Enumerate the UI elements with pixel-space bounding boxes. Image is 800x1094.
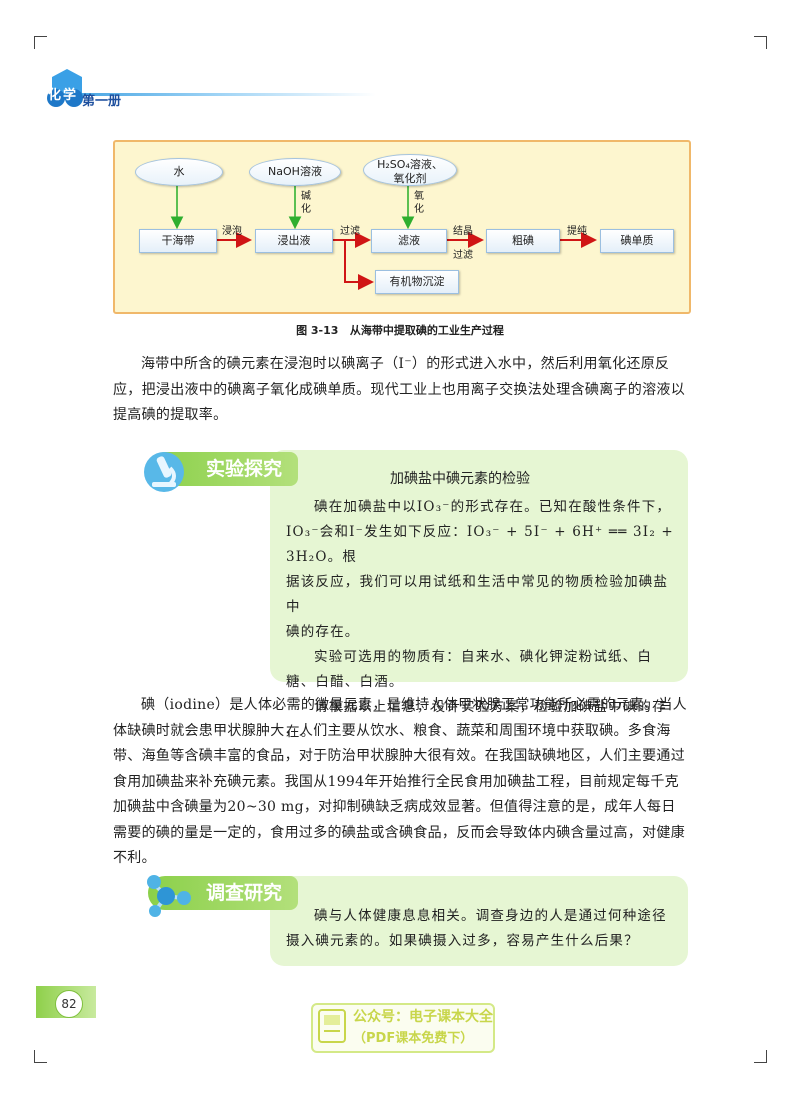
box-crude-iodine: 粗碘 [486, 229, 560, 253]
experiment-p1-line1: 碘在加碘盐中以IO₃⁻的形式存在。已知在酸性条件下， [314, 499, 672, 515]
label-soak: 浸泡 [222, 226, 242, 237]
survey-body: 碘与人体健康息息相关。调查身边的人是通过何种途径摄入碘元素的。如果碘摄入过多，容… [286, 904, 678, 954]
header-rule [56, 93, 376, 96]
experiment-p3: 请根据以上信息，设计实验方案，检验加碘盐中碘的存在。 [286, 699, 667, 740]
experiment-banner-label: 实验探究 [206, 458, 283, 480]
crop-mark-bottom-right [754, 1050, 767, 1063]
paragraph-iodine-extraction: 海带中所含的碘元素在浸泡时以碘离子（I⁻）的形式进入水中，然后利用氧化还原反应，… [113, 356, 685, 423]
watermark-box [311, 1003, 495, 1053]
label-filter: 过滤 [340, 226, 360, 237]
paragraph-iodine-health: 碘（iodine）是人体必需的微量元素，是维持人体甲状腺正常功能所必需的元素。当… [113, 697, 687, 866]
subject-glyphs: 化学 [48, 88, 79, 103]
experiment-p2: 实验可选用的物质有：自来水、碘化钾淀粉试纸、白糖、白醋、白酒。 [286, 649, 653, 690]
oval-acid-line1: H₂SO₄溶液、 [377, 158, 443, 171]
experiment-p1-line3: 据该反应，我们可以用试纸和生活中常见的物质检验加碘盐中 [286, 574, 669, 615]
figure-number: 图 3-13 [296, 324, 339, 337]
experiment-body: 碘在加碘盐中以IO₃⁻的形式存在。已知在酸性条件下， IO₃⁻会和I⁻发生如下反… [286, 495, 678, 745]
watermark-line2: （PDF课本免费下） [353, 1031, 474, 1046]
oval-naoh: NaOH溶液 [249, 158, 341, 186]
experiment-panel [270, 450, 688, 682]
box-filtrate: 滤液 [371, 229, 447, 253]
label-oxidize: 氧 化 [414, 191, 424, 215]
microscope-icon [144, 452, 184, 492]
label-filter2: 过滤 [453, 250, 473, 261]
survey-text: 碘与人体健康息息相关。调查身边的人是通过何种途径摄入碘元素的。如果碘摄入过多，容… [286, 908, 667, 949]
crop-mark-bottom-left [34, 1050, 47, 1063]
diagram-arrows [170, 184, 597, 290]
oval-water: 水 [135, 158, 223, 186]
book-icon [318, 1009, 346, 1043]
oval-acid-line2: 氧化剂 [393, 172, 427, 185]
crop-mark-top-right [754, 36, 767, 49]
book-volume: 第一册 [82, 94, 122, 109]
chemistry-logo-icon [47, 69, 83, 107]
label-crystallize: 结晶 [453, 226, 473, 237]
survey-panel [270, 876, 688, 966]
figure-caption: 图 3-13 从海带中提取碘的工业生产过程 [0, 322, 800, 338]
label-purify: 提纯 [567, 226, 587, 237]
molecule-icon [147, 875, 191, 917]
box-organic-precipitate: 有机物沉淀 [375, 270, 459, 294]
experiment-title: 加碘盐中碘元素的检验 [390, 471, 530, 487]
survey-banner-label: 调查研究 [206, 882, 283, 904]
page-number: 82 [55, 990, 83, 1018]
box-iodine-element: 碘单质 [600, 229, 674, 253]
box-dry-kelp: 干海带 [139, 229, 217, 253]
experiment-p1-line2: IO₃⁻会和I⁻发生如下反应：IO₃⁻ + 5I⁻ + 6H⁺ ══ 3I₂ +… [286, 524, 674, 565]
label-alkalize: 碱 化 [301, 191, 311, 215]
experiment-p1-line4: 碘的存在。 [286, 624, 360, 640]
oval-acid-oxidant: H₂SO₄溶液、 氧化剂 [363, 154, 457, 186]
box-extract: 浸出液 [255, 229, 333, 253]
watermark-line1: 公众号：电子课本大全 [353, 1009, 493, 1025]
flow-diagram: 水 NaOH溶液 H₂SO₄溶液、 氧化剂 干海带 浸出液 滤液 粗碘 碘单质 … [113, 140, 691, 314]
figure-title: 从海带中提取碘的工业生产过程 [349, 324, 504, 337]
crop-mark-top-left [34, 36, 47, 49]
